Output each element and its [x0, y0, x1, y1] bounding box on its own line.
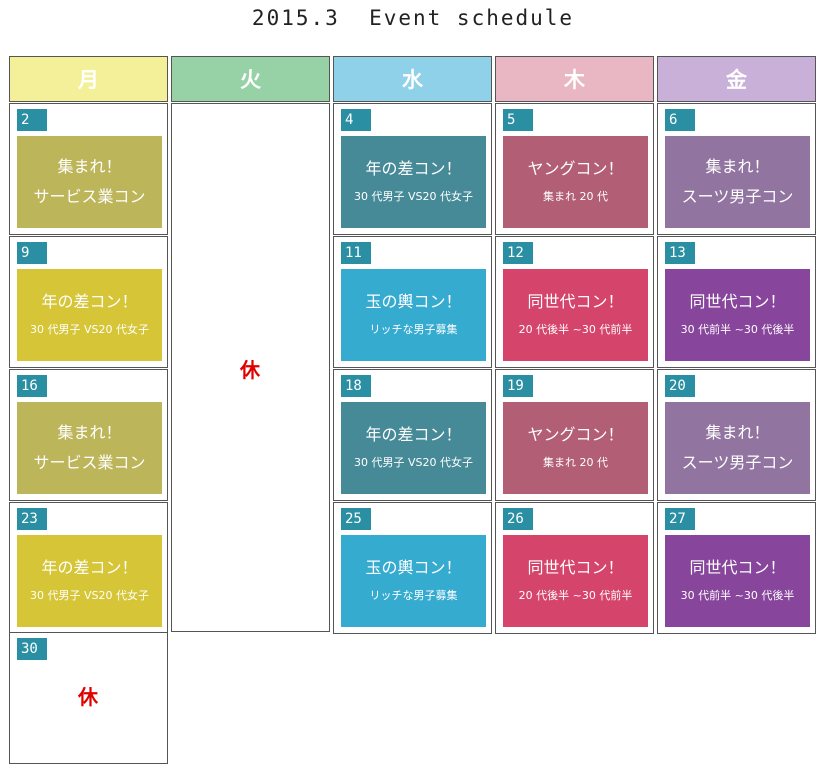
event-card[interactable]: 同世代コン！ 30 代前半 ~30 代後半 [665, 535, 810, 627]
date-badge: 13 [665, 242, 695, 264]
event-card[interactable]: 年の差コン！ 30 代男子 VS20 代女子 [341, 402, 486, 494]
weekday-header: 金 [657, 56, 816, 102]
date-badge: 16 [17, 375, 47, 397]
event-card[interactable]: 同世代コン！ 20 代後半 ~30 代前半 [503, 269, 648, 361]
event-card[interactable]: 同世代コン！ 20 代後半 ~30 代前半 [503, 535, 648, 627]
event-card[interactable]: 集まれ！ スーツ男子コン [665, 136, 810, 228]
date-badge: 9 [17, 242, 47, 264]
date-badge: 27 [665, 508, 695, 530]
date-badge: 30 [17, 638, 47, 660]
calendar-day-cell: 9 年の差コン！ 30 代男子 VS20 代女子 [9, 236, 168, 368]
event-title: ヤングコン！ [527, 425, 624, 444]
event-title: 同世代コン！ [527, 558, 624, 577]
event-subtitle: 20 代後半 ~30 代前半 [518, 589, 633, 602]
event-card[interactable]: 集まれ！ サービス業コン [17, 402, 162, 494]
weekday-header: 木 [495, 56, 654, 102]
event-title: スーツ男子コン [681, 453, 794, 472]
event-subtitle: 30 代男子 VS20 代女子 [30, 589, 149, 602]
event-title: 集まれ！ [705, 423, 770, 442]
calendar-day-cell: 13 同世代コン！ 30 代前半 ~30 代後半 [657, 236, 816, 368]
weekday-header: 水 [333, 56, 492, 102]
holiday-label: 休 [78, 685, 98, 709]
event-title: 同世代コン！ [689, 558, 786, 577]
event-title: 集まれ！ [57, 423, 122, 442]
event-title: 同世代コン！ [689, 292, 786, 311]
date-badge: 18 [341, 375, 371, 397]
event-subtitle: リッチな男子募集 [369, 589, 458, 602]
calendar-day-cell: 23 年の差コン！ 30 代男子 VS20 代女子 [9, 502, 168, 634]
event-title: サービス業コン [33, 453, 146, 472]
event-subtitle: 集まれ 20 代 [543, 190, 608, 203]
event-title: サービス業コン [33, 187, 146, 206]
calendar-day-cell: 4 年の差コン！ 30 代男子 VS20 代女子 [333, 103, 492, 235]
event-subtitle: 30 代男子 VS20 代女子 [354, 456, 473, 469]
calendar-day-cell: 25 玉の輿コン！ リッチな男子募集 [333, 502, 492, 634]
event-subtitle: 20 代後半 ~30 代前半 [518, 323, 633, 336]
calendar-day-cell: 6 集まれ！ スーツ男子コン [657, 103, 816, 235]
calendar-day-cell: 5 ヤングコン！ 集まれ 20 代 [495, 103, 654, 235]
event-card[interactable]: 集まれ！ サービス業コン [17, 136, 162, 228]
date-badge: 26 [503, 508, 533, 530]
event-title: スーツ男子コン [681, 187, 794, 206]
event-card[interactable]: 年の差コン！ 30 代男子 VS20 代女子 [17, 269, 162, 361]
tuesday-column: 休 [171, 103, 330, 632]
calendar-day-cell: 16 集まれ！ サービス業コン [9, 369, 168, 501]
event-subtitle: リッチな男子募集 [369, 323, 458, 336]
calendar-day-cell: 20 集まれ！ スーツ男子コン [657, 369, 816, 501]
weekday-header: 月 [9, 56, 168, 102]
date-badge: 6 [665, 109, 695, 131]
event-subtitle: 30 代男子 VS20 代女子 [354, 190, 473, 203]
page-title: 2015.3 Event schedule [251, 6, 575, 30]
event-title: 年の差コン！ [365, 159, 462, 178]
event-card[interactable]: 年の差コン！ 30 代男子 VS20 代女子 [17, 535, 162, 627]
event-card[interactable]: ヤングコン！ 集まれ 20 代 [503, 402, 648, 494]
event-title: 集まれ！ [57, 157, 122, 176]
event-title: ヤングコン！ [527, 159, 624, 178]
calendar-day-cell: 30 休 [9, 632, 168, 764]
date-badge: 19 [503, 375, 533, 397]
event-title: 年の差コン！ [41, 292, 138, 311]
date-badge: 2 [17, 109, 47, 131]
date-badge: 4 [341, 109, 371, 131]
event-title: 同世代コン！ [527, 292, 624, 311]
event-title: 玉の輿コン！ [365, 292, 462, 311]
date-badge: 20 [665, 375, 695, 397]
calendar-day-cell: 2 集まれ！ サービス業コン [9, 103, 168, 235]
event-title: 玉の輿コン！ [365, 558, 462, 577]
event-title: 年の差コン！ [41, 558, 138, 577]
event-title: 集まれ！ [705, 157, 770, 176]
event-subtitle: 30 代前半 ~30 代後半 [680, 589, 795, 602]
calendar-day-cell: 27 同世代コン！ 30 代前半 ~30 代後半 [657, 502, 816, 634]
calendar-day-cell: 26 同世代コン！ 20 代後半 ~30 代前半 [495, 502, 654, 634]
event-card[interactable]: ヤングコン！ 集まれ 20 代 [503, 136, 648, 228]
event-card[interactable]: 年の差コン！ 30 代男子 VS20 代女子 [341, 136, 486, 228]
event-subtitle: 30 代前半 ~30 代後半 [680, 323, 795, 336]
calendar-day-cell: 12 同世代コン！ 20 代後半 ~30 代前半 [495, 236, 654, 368]
date-badge: 25 [341, 508, 371, 530]
event-card[interactable]: 集まれ！ スーツ男子コン [665, 402, 810, 494]
event-card[interactable]: 同世代コン！ 30 代前半 ~30 代後半 [665, 269, 810, 361]
calendar-day-cell: 18 年の差コン！ 30 代男子 VS20 代女子 [333, 369, 492, 501]
event-card[interactable]: 玉の輿コン！ リッチな男子募集 [341, 535, 486, 627]
weekday-header: 火 [171, 56, 330, 102]
holiday-label: 休 [240, 358, 260, 382]
date-badge: 23 [17, 508, 47, 530]
date-badge: 5 [503, 109, 533, 131]
calendar-day-cell: 19 ヤングコン！ 集まれ 20 代 [495, 369, 654, 501]
event-subtitle: 集まれ 20 代 [543, 456, 608, 469]
event-subtitle: 30 代男子 VS20 代女子 [30, 323, 149, 336]
event-card[interactable]: 玉の輿コン！ リッチな男子募集 [341, 269, 486, 361]
event-title: 年の差コン！ [365, 425, 462, 444]
date-badge: 11 [341, 242, 371, 264]
date-badge: 12 [503, 242, 533, 264]
calendar-day-cell: 11 玉の輿コン！ リッチな男子募集 [333, 236, 492, 368]
